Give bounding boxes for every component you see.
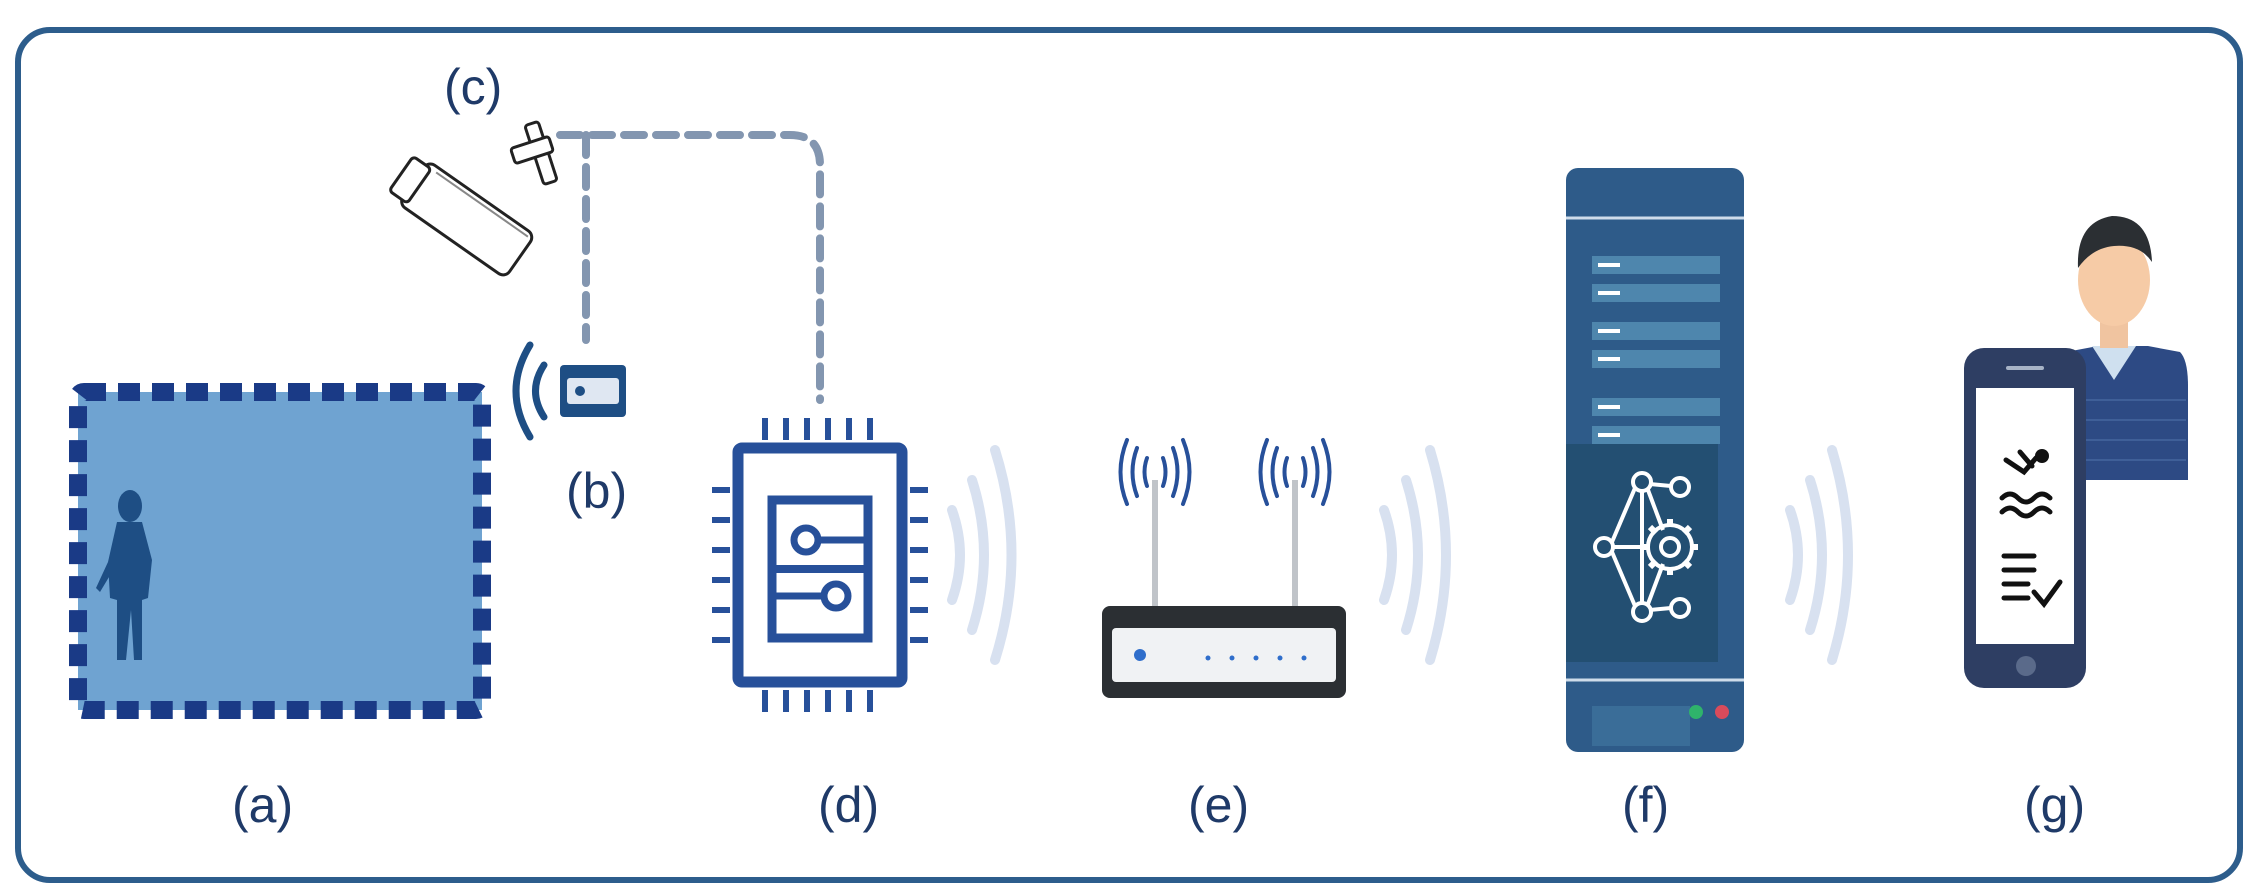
ai-network-gear-icon (1593, 471, 1698, 623)
label-a: (a) (232, 777, 293, 833)
checklist-icon (2001, 553, 2063, 609)
cloud-server-icon (1566, 168, 1744, 752)
label-f: (f) (1622, 777, 1669, 833)
wireless-signal-icon (1785, 445, 1853, 665)
pool-icon (69, 383, 491, 719)
wifi-router-icon (1102, 438, 1346, 698)
wireless-signal-icon (947, 445, 1017, 665)
microcontroller-chip-icon (712, 418, 928, 712)
cctv-camera-icon (389, 120, 558, 277)
swimmer-icon (1999, 449, 2053, 519)
swimmer-head-icon (2035, 449, 2049, 463)
label-e: (e) (1188, 777, 1249, 833)
label-g: (g) (2024, 777, 2085, 833)
person-silhouette-icon (96, 490, 152, 660)
wireless-signal-icon (1379, 445, 1451, 665)
smartphone-icon (1964, 348, 2086, 688)
label-d: (d) (818, 777, 879, 833)
label-c: (c) (444, 59, 502, 115)
wired-connection (556, 131, 824, 404)
label-b: (b) (566, 463, 627, 519)
sensor-icon (512, 341, 626, 441)
